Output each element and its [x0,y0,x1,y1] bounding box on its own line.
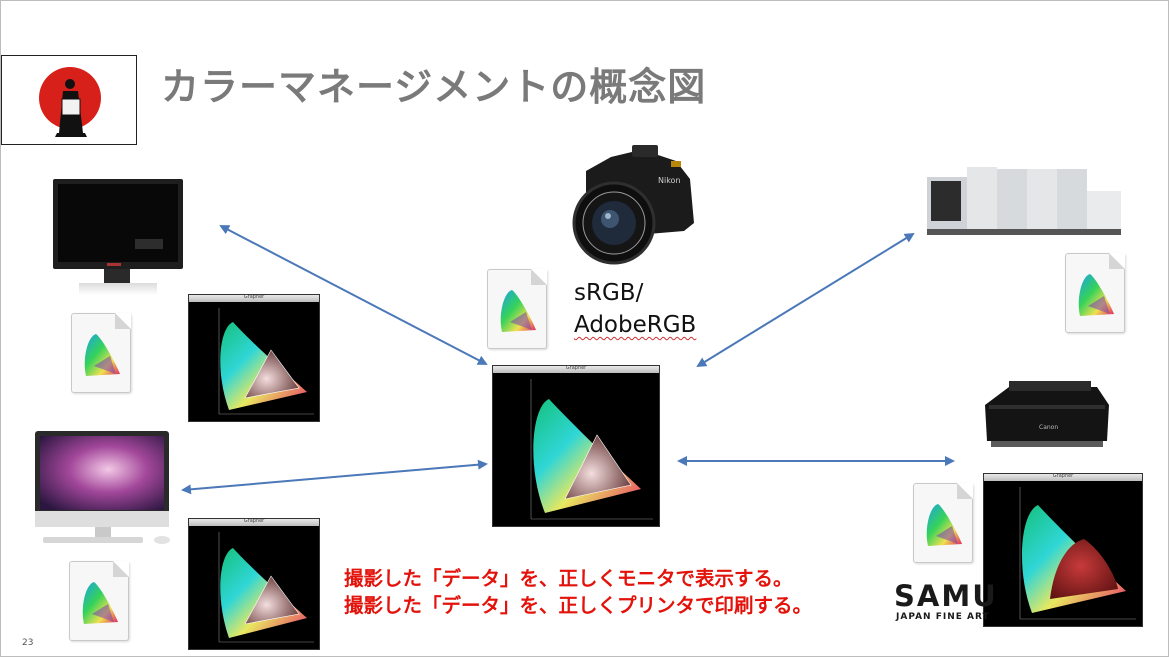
gamut-window-title: Grapher [243,294,265,300]
camera-icon: Nikon [572,145,694,265]
camera-profile-label: sRGB/ AdobeRGB [574,277,696,341]
icc-profile-icon [913,483,973,563]
gamut-window-title: Grapher [1052,473,1074,479]
gamut-window-title: Grapher [565,365,587,371]
caption: 撮影した「データ」を、正しくモニタで表示する。 撮影した「データ」を、正しくプリ… [344,565,812,619]
caption-line1: 撮影した「データ」を、正しくモニタで表示する。 [344,567,793,590]
gamut-window-imac: Grapher [188,518,320,650]
samurai-figure-icon [55,79,87,137]
gamut-window-monitor: Grapher [188,294,320,422]
samu-logo-subtext: JAPAN FINE ART [896,612,990,622]
camera-profile-label-line2: AdobeRGB [574,312,697,338]
icc-profile-icon [69,561,129,641]
svg-text:Nikon: Nikon [658,176,681,185]
printing-press-icon [927,167,1121,235]
camera-profile-label-line1: sRGB/ [574,280,644,306]
page-title: カラーマネージメントの概念図 [161,65,707,109]
gamut-window-printer: Grapher [983,473,1143,627]
gamut-window-center: Grapher [492,365,660,527]
samu-logo: SAMU [894,579,998,613]
printer-icon: Canon [985,381,1109,447]
gamut-window-title: Grapher [243,518,265,524]
svg-text:Canon: Canon [1039,424,1058,431]
caption-line2: 撮影した「データ」を、正しくプリンタで印刷する。 [344,594,813,617]
monitor-icon [53,179,183,295]
icc-profile-icon [1065,253,1125,333]
icc-profile-icon [487,269,547,349]
page-number: 23 [22,638,34,648]
icc-profile-icon [71,313,131,393]
imac-icon [35,431,170,544]
